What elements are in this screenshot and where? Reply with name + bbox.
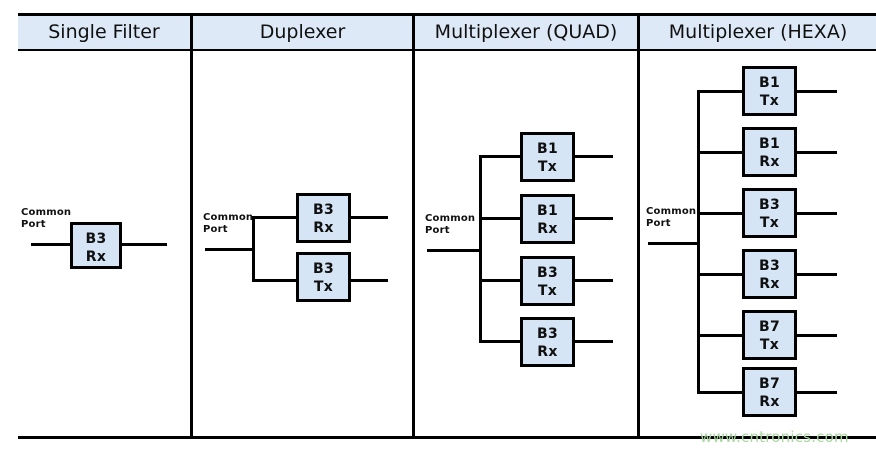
output-wire-b1-tx: [797, 90, 837, 93]
output-wire-b3-rx: [122, 243, 167, 246]
output-wire-b7-tx: [797, 334, 837, 337]
branch-wire-b3-tx: [252, 279, 297, 282]
branch-wire-b3-tx: [697, 212, 743, 215]
branch-wire-b1-rx: [697, 151, 743, 154]
filter-box-b3-rx: B3 Rx: [520, 317, 575, 367]
watermark: www.cntronics.com: [700, 428, 849, 446]
common-port-wire: [427, 249, 482, 252]
filter-box-b3-tx: B3 Tx: [296, 252, 351, 302]
branch-wire-b3-rx: [252, 216, 297, 219]
column-divider-1: [190, 13, 193, 439]
output-wire-b1-rx: [575, 217, 613, 220]
column-header-duplexer: Duplexer: [193, 16, 412, 49]
splitter-bus: [479, 155, 482, 342]
filter-box-b1-tx: B1 Tx: [742, 66, 797, 116]
output-wire-b1-tx: [575, 155, 613, 158]
branch-wire-b3-rx: [479, 340, 521, 343]
diagram-single-filter: Common Port B3 Rx: [18, 51, 190, 436]
table-bottom-rule: [18, 436, 876, 439]
output-wire-b3-tx: [351, 279, 388, 282]
common-port-label-quad: Common Port: [425, 213, 476, 236]
filter-box-b1-tx: B1 Tx: [520, 132, 575, 182]
branch-wire-b1-tx: [697, 90, 743, 93]
filter-box-b3-tx: B3 Tx: [742, 188, 797, 238]
output-wire-b3-rx: [351, 216, 388, 219]
output-wire-b1-rx: [797, 151, 837, 154]
common-port-label-duplexer: Common Port: [203, 212, 254, 235]
filter-box-b7-tx: B7 Tx: [742, 310, 797, 360]
splitter-bus: [252, 216, 255, 282]
branch-wire-b1-tx: [479, 155, 521, 158]
filter-box-b1-rx: B1 Rx: [520, 194, 575, 244]
column-divider-3: [637, 13, 640, 439]
column-header-multiplexer-quad: Multiplexer (QUAD): [415, 16, 637, 49]
table-top-rule: [18, 13, 876, 16]
filter-box-b3-rx: B3 Rx: [296, 193, 351, 243]
splitter-bus: [697, 90, 700, 394]
common-port-wire: [31, 243, 71, 246]
column-header-multiplexer-hexa: Multiplexer (HEXA): [640, 16, 876, 49]
column-divider-2: [412, 13, 415, 439]
output-wire-b3-rx: [575, 340, 613, 343]
common-port-label-hexa: Common Port: [646, 206, 697, 229]
output-wire-b3-tx: [575, 279, 613, 282]
filter-box-b3-rx: B3 Rx: [70, 222, 122, 269]
filter-box-b3-rx: B3 Rx: [742, 249, 797, 299]
filter-box-b1-rx: B1 Rx: [742, 127, 797, 177]
common-port-wire: [205, 248, 255, 251]
diagram-multiplexer-quad: Common Port B1 Tx B1 Rx B3 Tx B3 Rx: [415, 51, 637, 436]
branch-wire-b1-rx: [479, 217, 521, 220]
output-wire-b7-rx: [797, 391, 837, 394]
header-bottom-rule: [18, 49, 876, 51]
diagram-multiplexer-hexa: Common Port B1 Tx B1 Rx B3 Tx B3 Rx: [640, 51, 876, 436]
common-port-wire: [648, 242, 700, 245]
common-port-label-single-filter: Common Port: [21, 207, 72, 230]
branch-wire-b7-tx: [697, 334, 743, 337]
output-wire-b3-tx: [797, 212, 837, 215]
column-header-single-filter: Single Filter: [18, 16, 190, 49]
filter-box-b7-rx: B7 Rx: [742, 367, 797, 417]
diagram-duplexer: Common Port B3 Rx B3 Tx: [193, 51, 412, 436]
output-wire-b3-rx: [797, 273, 837, 276]
branch-wire-b3-tx: [479, 279, 521, 282]
filter-box-b3-tx: B3 Tx: [520, 256, 575, 306]
branch-wire-b7-rx: [697, 391, 743, 394]
branch-wire-b3-rx: [697, 273, 743, 276]
